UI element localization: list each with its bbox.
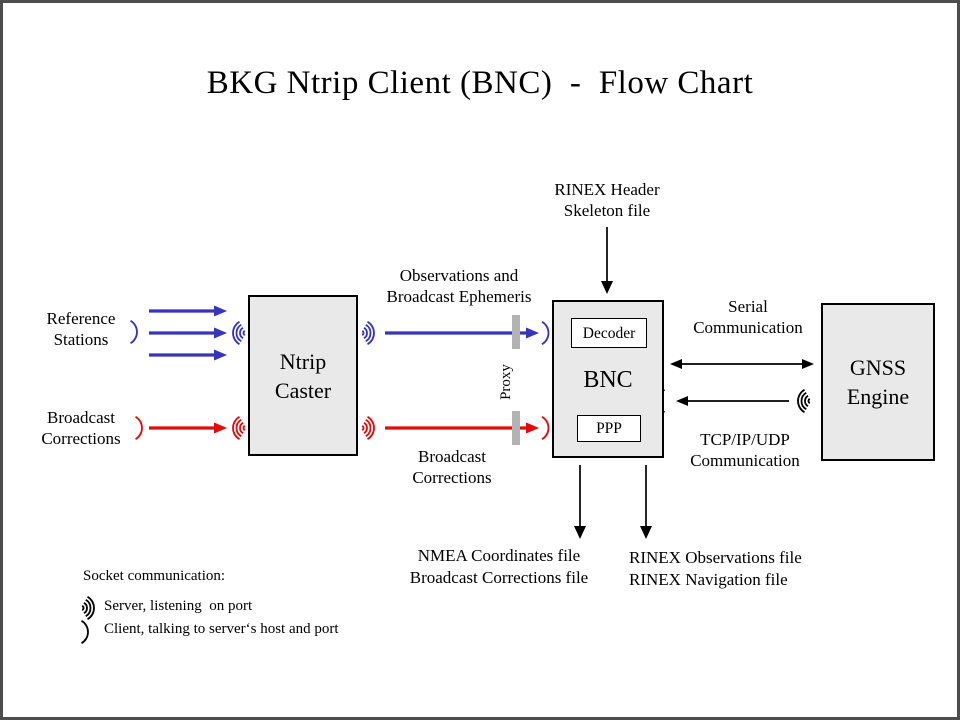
decoder-label: Decoder: [582, 324, 636, 342]
broadcast-corrections-source-arrow: [134, 415, 246, 441]
tcp-communication-arrow: [657, 388, 811, 414]
server-socket-icon: [232, 320, 246, 346]
proxy-label: Proxy: [498, 364, 514, 400]
legend-client-socket-icon: [80, 619, 89, 645]
broadcast-corrections-stream-label: Broadcast Corrections: [412, 447, 492, 487]
page-title: BKG Ntrip Client (BNC) - Flow Chart: [206, 65, 754, 101]
legend-server-socket-icon: [81, 595, 95, 621]
proxy-bar-top: [512, 315, 520, 349]
broadcast-corrections-source-label: Broadcast Corrections: [41, 408, 121, 448]
reference-stations-label: Reference Stations: [46, 309, 116, 349]
legend-heading: Socket communication:: [83, 568, 226, 584]
corrections-stream-arrow: [361, 415, 550, 441]
legend-server-item: Server, listening on port: [104, 598, 253, 614]
client-socket-icon: [541, 320, 550, 346]
client-socket-icon: [541, 415, 550, 441]
ntrip-caster-label: Ntrip Caster: [274, 348, 332, 403]
nmea-output-arrow: [574, 465, 586, 539]
gnss-engine-box: GNSS Engine: [821, 303, 935, 461]
rinex-header-skeleton-label: RINEX Header Skeleton file: [554, 180, 660, 220]
bnc-box: Decoder BNC PPP: [552, 300, 664, 458]
tcp-communication-label: TCP/IP/UDP Communication: [690, 430, 800, 470]
server-socket-icon: [232, 415, 246, 441]
ntrip-caster-box: Ntrip Caster: [248, 295, 358, 456]
ppp-box: PPP: [577, 415, 641, 442]
ppp-label: PPP: [596, 420, 622, 437]
server-socket-icon: [361, 320, 375, 346]
server-socket-icon: [797, 388, 811, 414]
observations-ephemeris-label: Observations and Broadcast Ephemeris: [386, 266, 532, 306]
decoder-box: Decoder: [571, 318, 647, 348]
rinex-output-label: RINEX Observations file RINEX Navigation…: [629, 548, 802, 589]
serial-communication-arrow: [670, 359, 814, 369]
rinex-header-arrow: [601, 227, 613, 294]
server-socket-icon: [361, 415, 375, 441]
rinex-output-arrow: [640, 465, 652, 539]
gnss-engine-label: GNSS Engine: [846, 355, 910, 409]
nmea-output-label: NMEA Coordinates file Broadcast Correcti…: [409, 546, 589, 587]
bnc-label: BNC: [583, 367, 633, 393]
reference-stations-arrows: [129, 305, 246, 361]
observations-stream-arrow: [361, 320, 550, 346]
legend-client-item: Client, talking to server‘s host and por…: [104, 621, 339, 637]
proxy-bar-bottom: [512, 411, 520, 445]
serial-communication-label: Serial Communication: [693, 297, 803, 337]
